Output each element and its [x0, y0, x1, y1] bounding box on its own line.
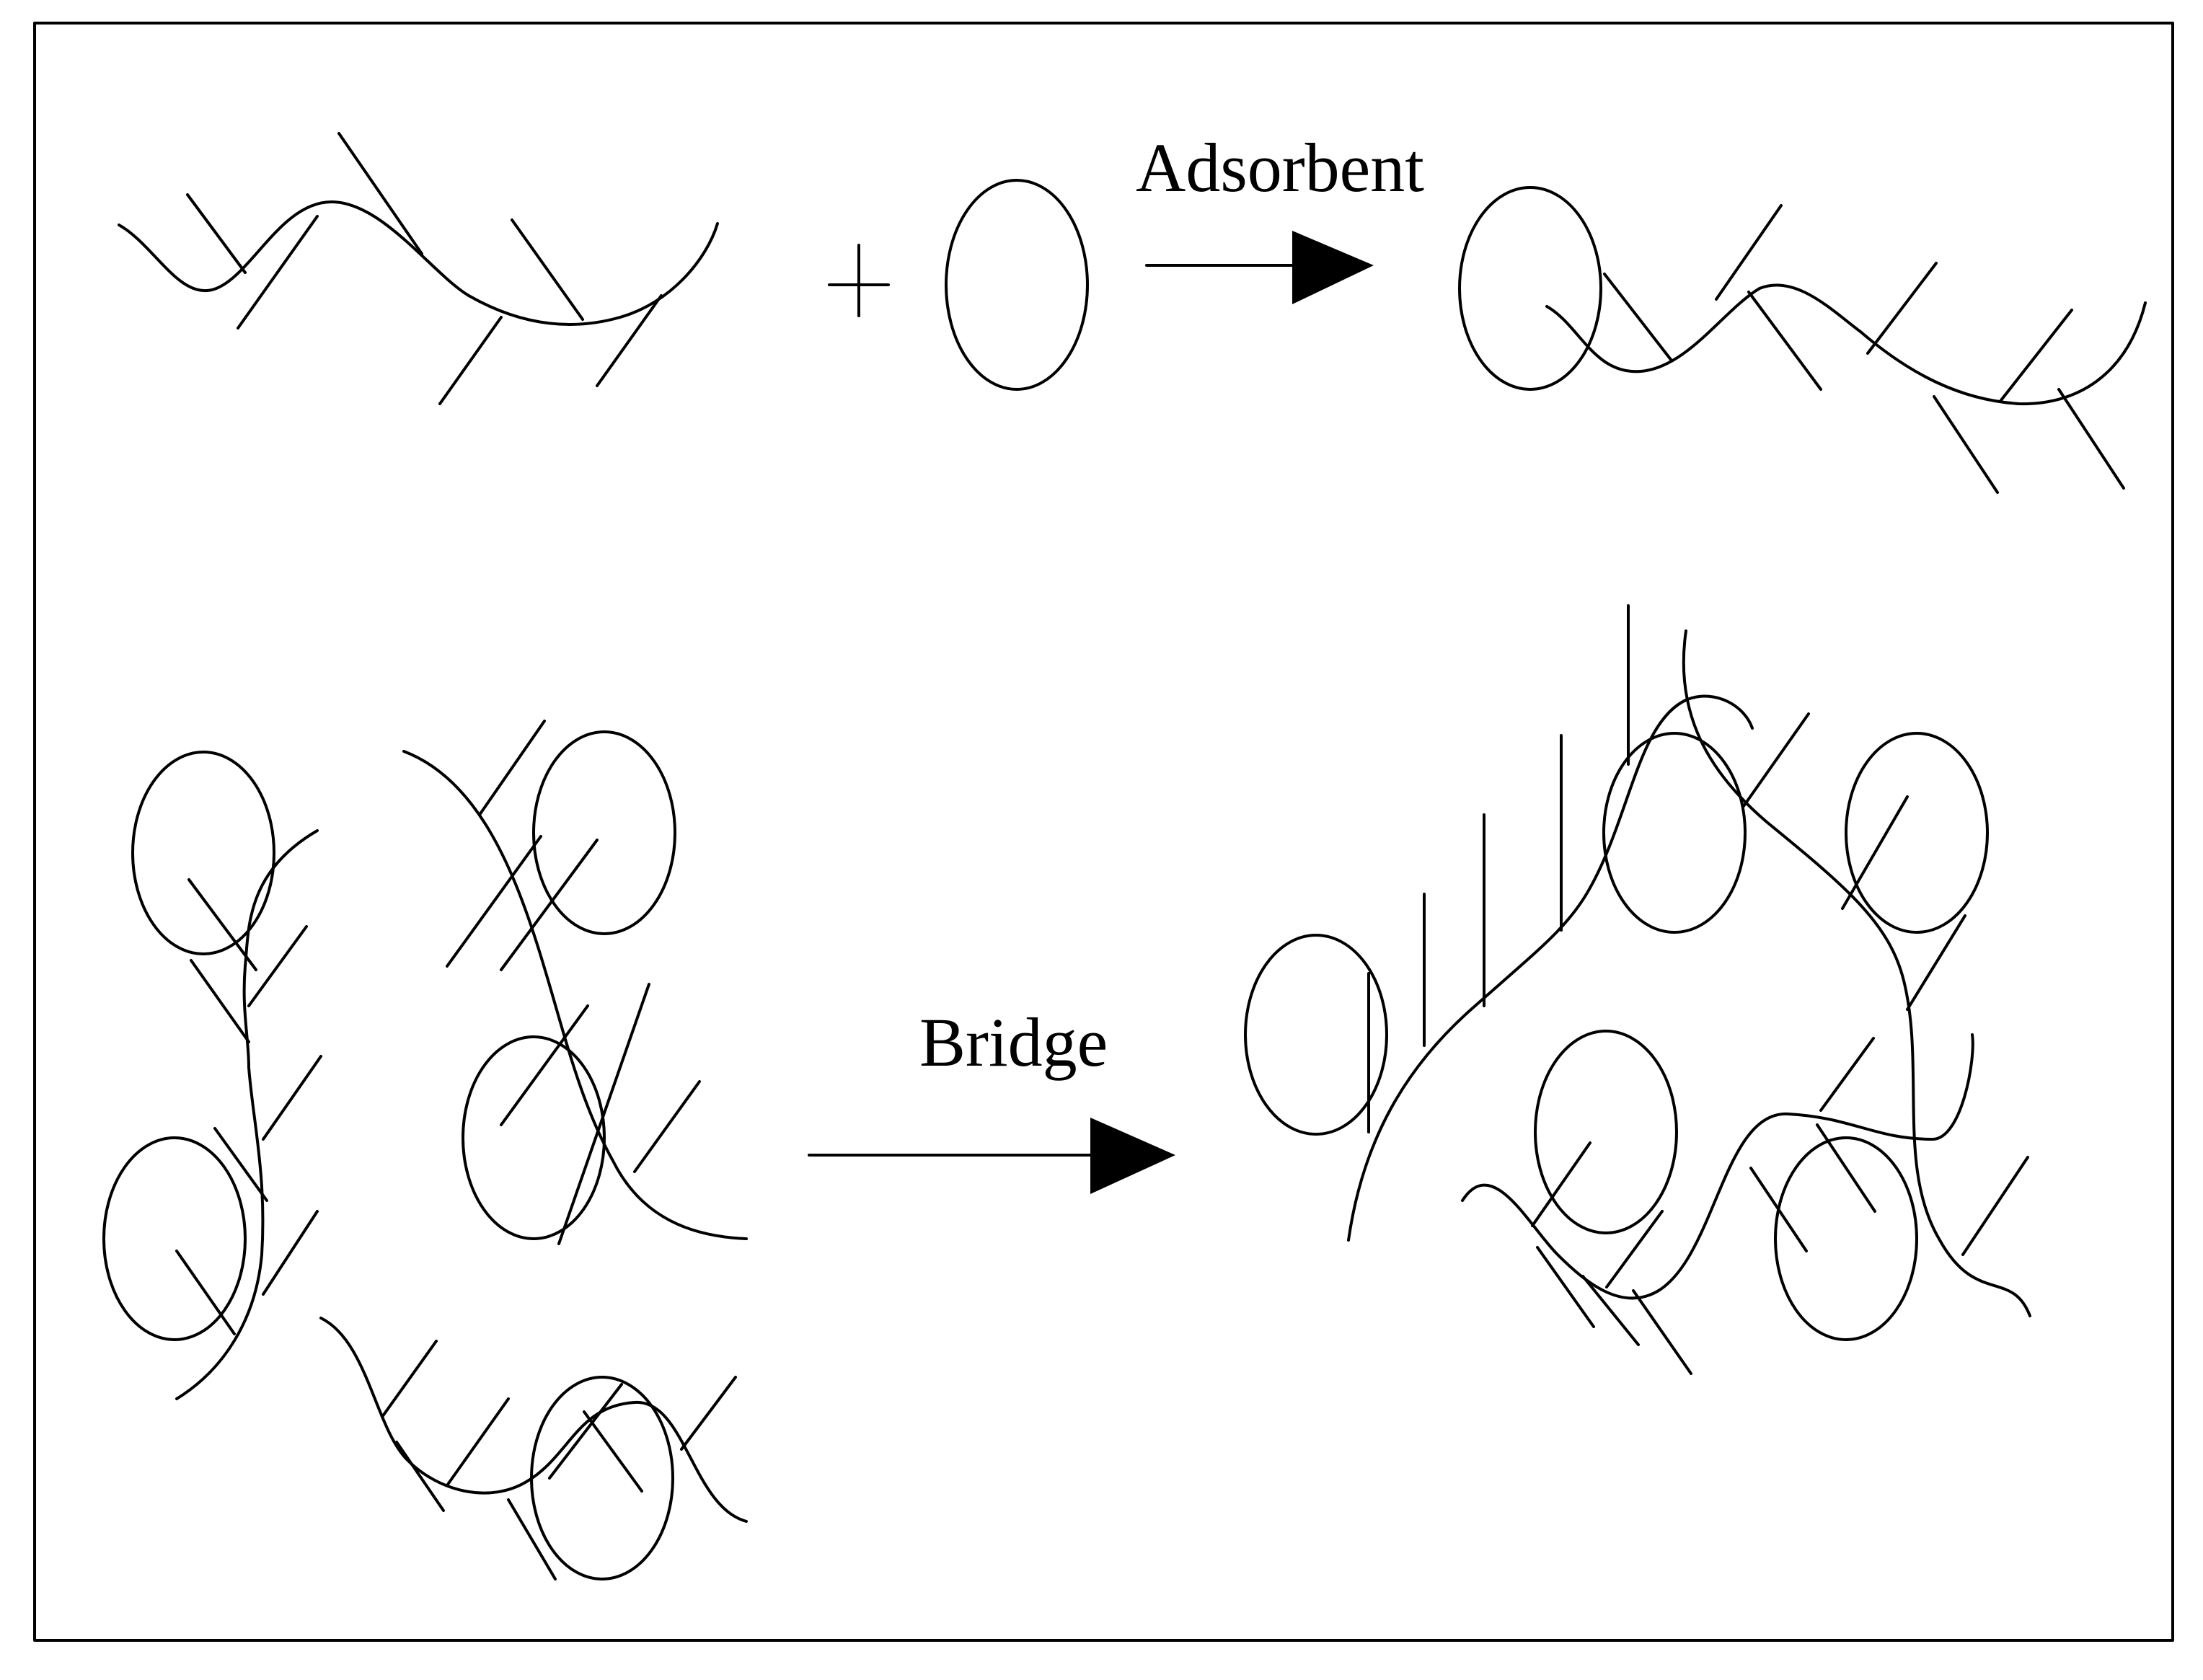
adsorbent-label: Adsorbent — [1136, 129, 1424, 206]
floc-chain-right — [1682, 629, 2031, 1317]
particle-free — [945, 179, 1089, 391]
bridge-arrow — [808, 1118, 1175, 1194]
particle-a — [131, 751, 275, 955]
plus-sign — [828, 244, 890, 317]
floc-particle-2 — [1602, 732, 1747, 934]
polymer-chain-free — [118, 132, 719, 405]
bridge-label: Bridge — [919, 1004, 1108, 1081]
particle-c — [532, 730, 676, 935]
floc-particle-4 — [1534, 1030, 1678, 1234]
floc-chain-main — [1347, 604, 1754, 1242]
polymer-chain-bottom-3 — [319, 1317, 748, 1580]
floc-chain-lower — [1461, 1033, 1974, 1375]
floc-particle-1 — [1244, 934, 1388, 1136]
polymer-chain-adsorbed — [1545, 204, 2147, 494]
floc-particle-5 — [1774, 1136, 1918, 1341]
floc-particles — [1244, 732, 1989, 1341]
floc-particle-3 — [1845, 732, 1989, 934]
bottom-left-particles — [102, 730, 676, 1580]
particle-b — [102, 1136, 247, 1341]
particle-adsorbed — [1458, 186, 1602, 391]
adsorbent-arrowhead — [1292, 231, 1374, 304]
particle-d — [462, 1035, 606, 1240]
polymer-chain-bottom-2 — [402, 720, 748, 1245]
diagram-frame — [33, 22, 2174, 1642]
bridge-arrowhead — [1090, 1118, 1175, 1194]
polymer-chain-bottom-1 — [175, 829, 322, 1400]
adsorbent-arrow — [1145, 231, 1374, 304]
